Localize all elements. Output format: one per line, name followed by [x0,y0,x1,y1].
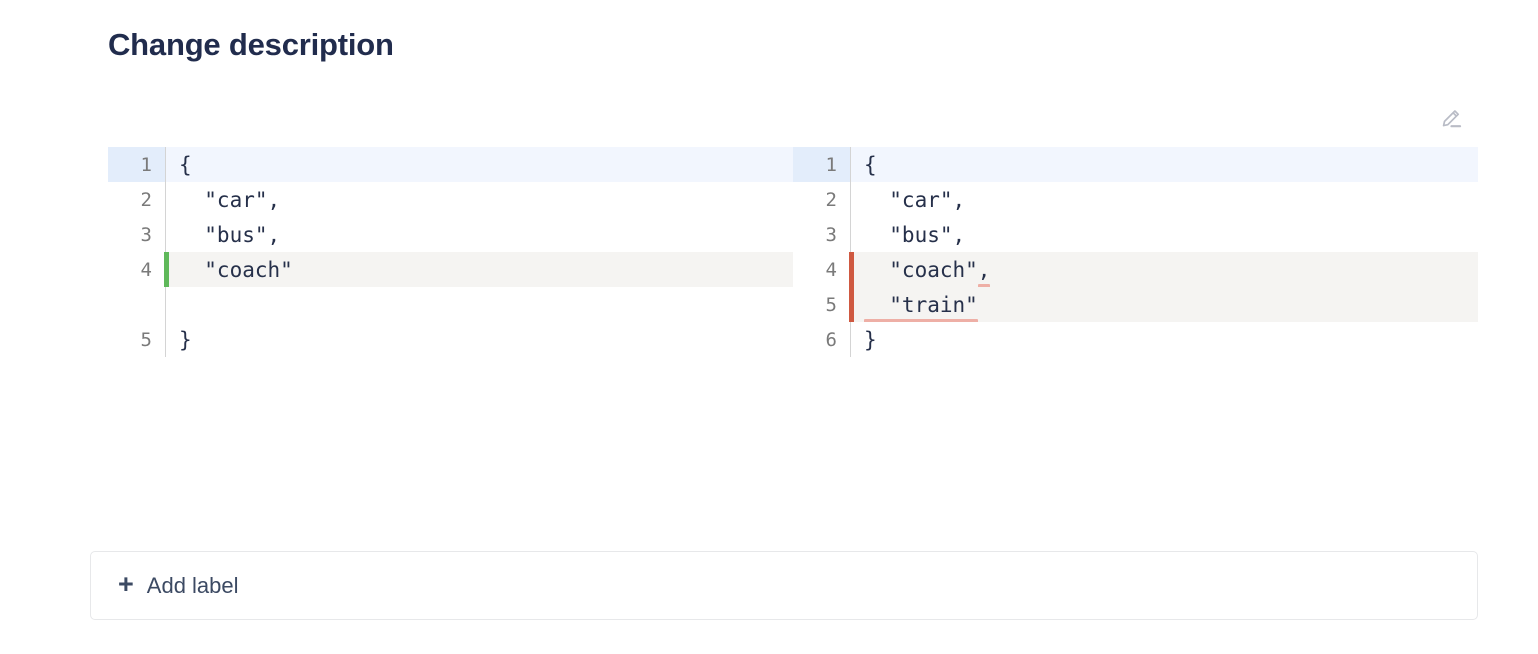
table-row: 3 "bus", [108,217,793,252]
diff-viewer: 1 { 2 "car", 3 "bus", 4 "coach [108,147,1478,357]
line-number: 2 [140,188,152,211]
code-line[interactable]: "car", [864,187,966,212]
code-line[interactable]: } [864,327,877,352]
table-row: 6 } [793,322,1478,357]
row-gutter-bg [108,147,165,182]
code-line[interactable]: "coach", [850,252,1478,287]
diff-pane-left: 1 { 2 "car", 3 "bus", 4 "coach [108,147,793,357]
code-line[interactable]: { [864,152,877,177]
change-marker-modified [849,287,854,322]
code-line[interactable]: { [179,152,192,177]
add-label-button[interactable]: + Add label [90,551,1478,620]
table-row: 1 { [793,147,1478,182]
table-row: 1 { [108,147,793,182]
pencil-edit-icon[interactable] [1437,103,1467,133]
line-number: 4 [825,258,837,281]
code-line[interactable]: "bus", [179,222,281,247]
code-line [165,287,793,322]
plus-icon: + [118,569,134,599]
table-row-placeholder [108,287,793,322]
row-bg [165,147,793,182]
code-line[interactable]: "bus", [864,222,966,247]
table-row: 2 "car", [108,182,793,217]
code-line[interactable]: "car", [179,187,281,212]
line-number: 4 [140,258,152,281]
change-marker-added [164,252,169,287]
row-bg [850,252,1478,287]
code-line[interactable]: } [179,327,192,352]
table-row: 5 "train" [793,287,1478,322]
pencil-edit-icon-glyph [1442,110,1462,128]
diff-pane-right: 1 { 2 "car", 3 "bus", 4 "coach [793,147,1478,357]
line-number: 1 [140,153,152,176]
inline-added-text: "train" [864,292,978,322]
row-bg [850,287,1478,322]
line-number: 2 [825,188,837,211]
page-title: Change description [108,27,394,62]
code-line[interactable]: "coach" [179,257,293,282]
row-bg [850,147,1478,182]
line-number: 5 [140,328,152,351]
row-bg [165,252,793,287]
code-line[interactable]: "train" [850,287,1478,322]
row-gutter-bg [793,147,850,182]
table-row: 2 "car", [793,182,1478,217]
table-row: 4 "coach", [793,252,1478,287]
code-text: "coach" [864,257,978,282]
line-number [108,287,165,322]
inline-added-text: , [977,257,991,287]
line-number: 3 [140,223,152,246]
add-label-text: Add label [146,572,239,598]
line-number: 1 [825,153,837,176]
table-row: 4 "coach" [108,252,793,287]
table-row: 5 } [108,322,793,357]
change-marker-modified [849,252,854,287]
line-number: 6 [825,328,837,351]
line-number: 5 [825,293,837,316]
line-number: 3 [825,223,837,246]
table-row: 3 "bus", [793,217,1478,252]
